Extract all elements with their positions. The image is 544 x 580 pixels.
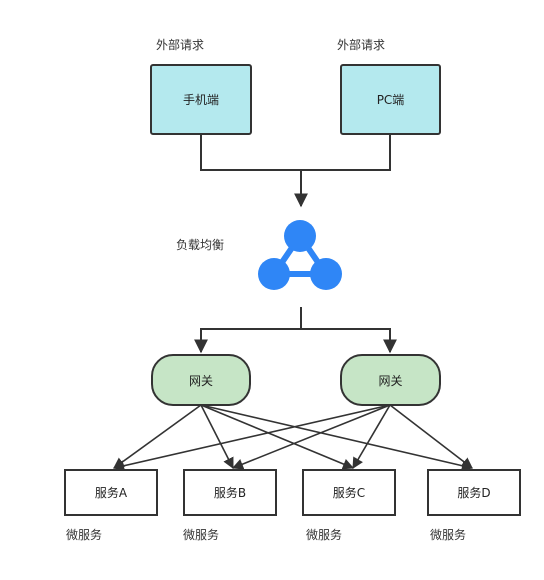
- service-b-caption: 微服务: [183, 528, 220, 542]
- route-gw2-service-b: [231, 404, 391, 470]
- route-gw2-service-a: [112, 404, 391, 472]
- service-d-caption: 微服务: [430, 528, 467, 542]
- service-d: 服务D: [427, 469, 521, 516]
- client-mobile-label: 手机端: [182, 93, 219, 107]
- client-caption-mobile: 外部请求: [156, 38, 205, 52]
- client-pc: PC端: [340, 64, 441, 135]
- route-gw2-service-d: [389, 404, 473, 469]
- gateway-right-label: 网关: [378, 373, 403, 388]
- route-gw1-service-b: [200, 404, 234, 469]
- gateway-connector-left: [194, 328, 301, 354]
- service-a-label: 服务A: [94, 486, 128, 500]
- client-connector: [200, 134, 391, 171]
- service-b-label: 服务B: [213, 486, 247, 500]
- service-c-caption: 微服务: [306, 528, 343, 542]
- service-d-label: 服务D: [457, 486, 491, 500]
- route-gw1-service-d: [200, 404, 474, 472]
- service-a-caption: 微服务: [66, 528, 103, 542]
- gateway-left-label: 网关: [188, 373, 213, 388]
- client-mobile: 手机端: [150, 64, 252, 135]
- service-c-label: 服务C: [332, 486, 366, 500]
- client-pc-label: PC端: [376, 93, 405, 107]
- service-b: 服务B: [183, 469, 277, 516]
- service-c: 服务C: [302, 469, 396, 516]
- gateway-left: 网关: [151, 354, 251, 406]
- client-caption-pc: 外部请求: [337, 38, 386, 52]
- load-balancer-label: 负载均衡: [176, 238, 225, 252]
- route-gw2-service-c: [352, 404, 391, 469]
- route-gw1-service-c: [200, 404, 355, 470]
- service-a: 服务A: [64, 469, 158, 516]
- load-balancer-icon: [258, 220, 342, 290]
- route-gw1-service-a: [113, 404, 202, 469]
- gateway-right: 网关: [340, 354, 441, 406]
- gateway-connector-right: [301, 328, 397, 354]
